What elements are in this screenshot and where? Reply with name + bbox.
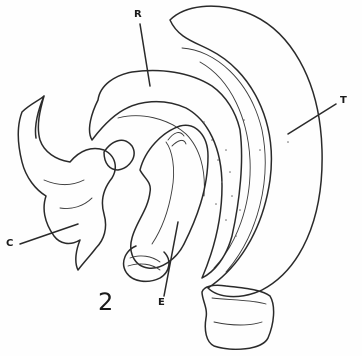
conductor-outline (18, 96, 115, 270)
bulb-stalk-fold (212, 298, 266, 325)
conductor-inner (44, 180, 92, 209)
median-apophysis (104, 140, 134, 170)
label-r: R (134, 10, 142, 20)
embolus-inner (152, 142, 174, 244)
retrolateral-fold (118, 116, 204, 196)
leader-line-r (140, 24, 150, 86)
embolus-tip (168, 133, 186, 146)
leader-line-e (164, 222, 178, 296)
stippling (203, 119, 289, 237)
label-c: C (6, 239, 13, 249)
figure-number: 2 (98, 290, 113, 314)
label-e: E (158, 298, 165, 308)
embolus-outline (131, 125, 208, 268)
bulb-stalk (202, 285, 274, 349)
leader-line-t (288, 104, 336, 134)
label-t: T (340, 96, 347, 106)
retrolateral-structure (90, 71, 242, 278)
